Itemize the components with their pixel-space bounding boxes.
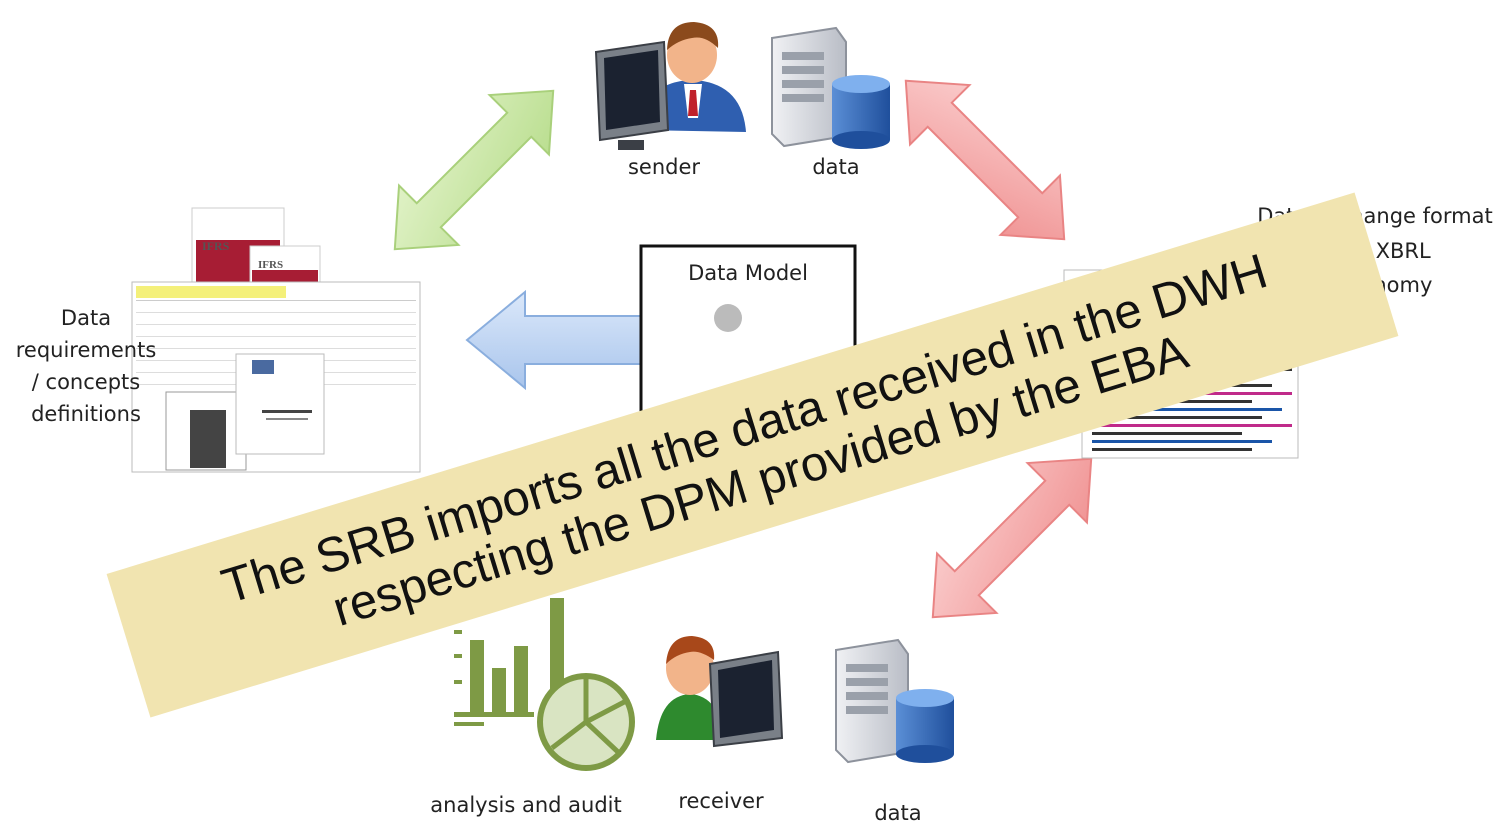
ifrs-logo-text-2: IFRS xyxy=(258,259,283,271)
label-data-top: data xyxy=(812,155,860,179)
double-arrow-data-exchange-format xyxy=(904,79,1066,241)
double-arrow-sender-requirements xyxy=(393,89,555,251)
label-data-bottom: data xyxy=(874,801,922,825)
label-data-requirements-line2: requirements xyxy=(15,338,157,362)
database-cylinder-icon-top xyxy=(832,75,890,149)
label-sender: sender xyxy=(627,155,701,179)
analysis-chart-icon xyxy=(454,598,635,771)
ifrs-logo-text: IFRS xyxy=(202,239,230,253)
label-receiver: receiver xyxy=(678,789,764,813)
double-arrow-format-receiver-data xyxy=(931,457,1093,619)
database-cylinder-icon-bottom xyxy=(896,689,954,763)
label-data-requirements-line3: / concepts xyxy=(31,370,141,394)
server-icon-top xyxy=(771,26,847,148)
receiver-person-icon xyxy=(656,636,784,748)
label-data-requirements-line1: Data xyxy=(60,306,112,330)
label-analysis-and-audit: analysis and audit xyxy=(430,793,622,817)
requirements-documents-icon: IFRS IFRS xyxy=(131,207,421,473)
label-data-requirements: Data requirements / concepts definitions xyxy=(0,302,172,430)
label-data-requirements-line4: definitions xyxy=(31,402,141,426)
label-data-model: Data Model xyxy=(688,261,808,285)
sender-person-icon xyxy=(594,22,746,150)
